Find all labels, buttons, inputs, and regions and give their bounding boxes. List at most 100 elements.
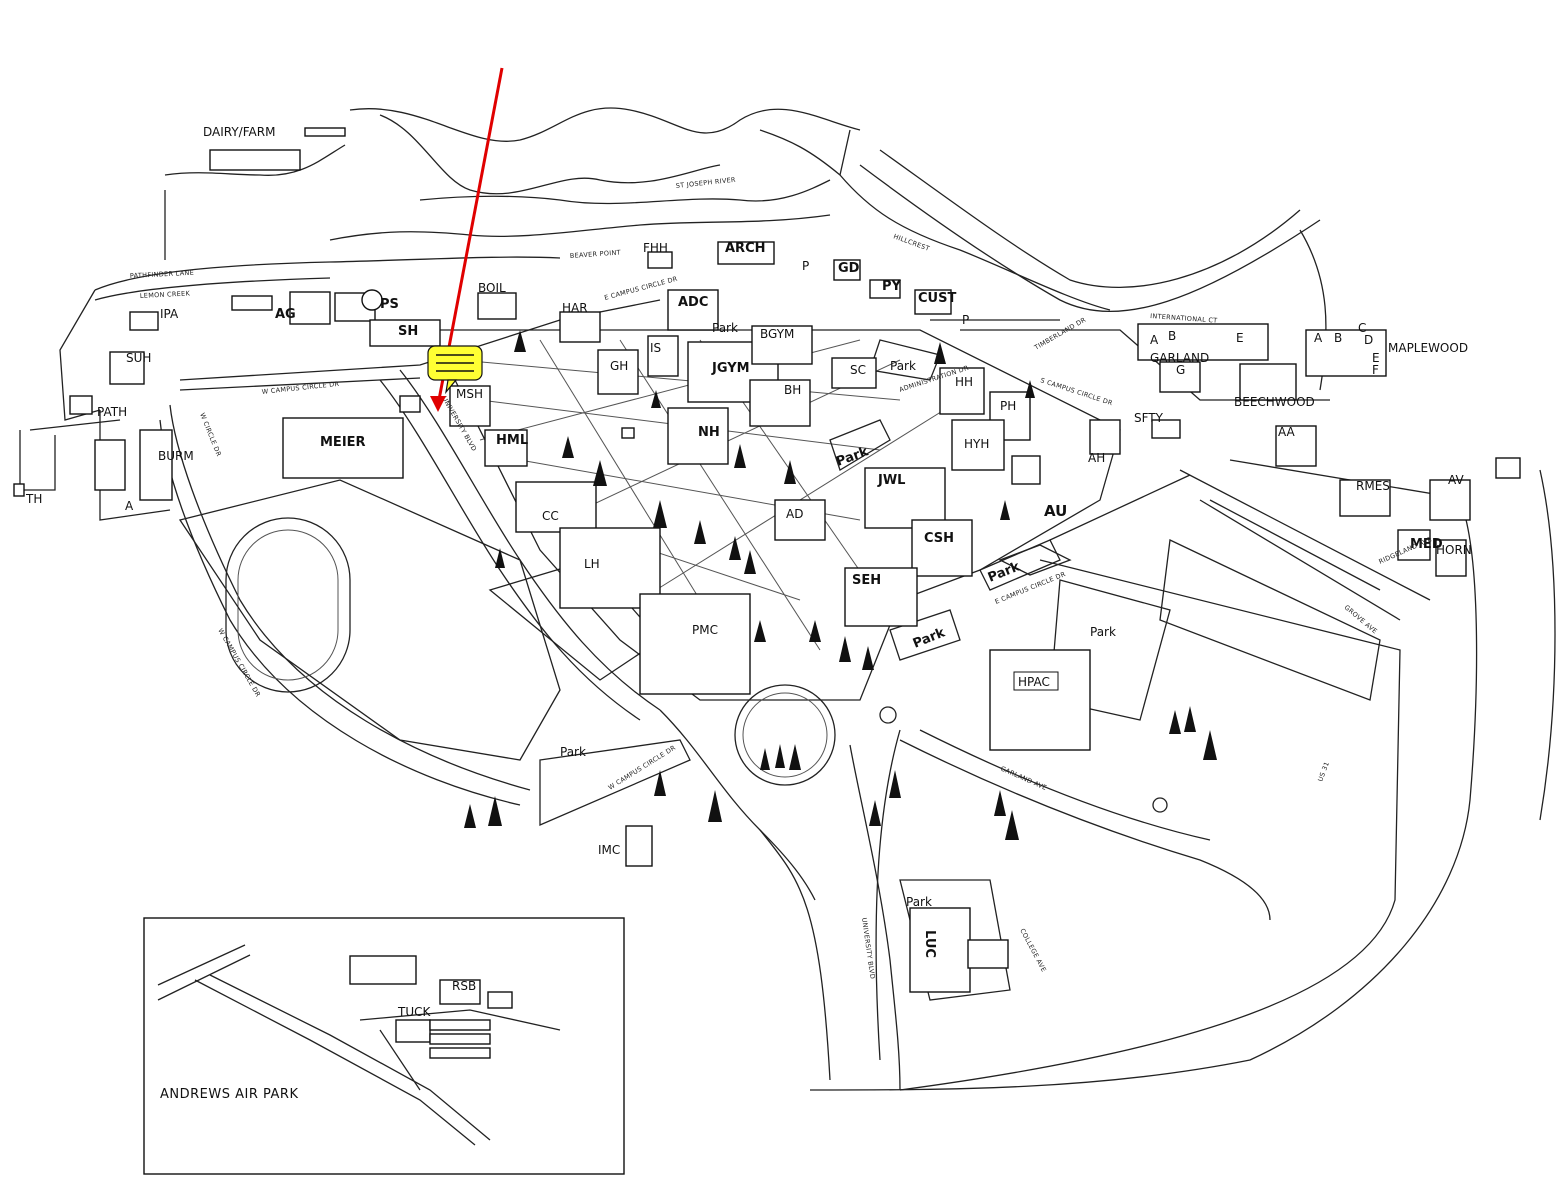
label-cc: CC — [542, 509, 559, 523]
label-fhh: FHH — [643, 241, 668, 255]
inset-andrews-air-park: RSB TUCK ANDREWS AIR PARK — [143, 917, 625, 1175]
label-ps: PS — [380, 297, 399, 312]
label-garland-g: G — [1176, 363, 1185, 377]
label-th: TH — [25, 492, 42, 506]
road-w-campus-circle-dr-south: W CAMPUS CIRCLE DR — [607, 744, 677, 792]
label-jgym: JGYM — [711, 361, 750, 376]
label-au: AU — [1044, 502, 1067, 520]
road-w-campus-circle-dr-north: W CAMPUS CIRCLE DR — [261, 380, 339, 396]
label-pmc: PMC — [692, 623, 718, 637]
label-cust: CUST — [918, 291, 956, 306]
label-maplewood: MAPLEWOOD — [1388, 341, 1468, 355]
label-park-3: Park — [834, 444, 870, 470]
label-beechwood: BEECHWOOD — [1234, 395, 1315, 409]
road-s-campus-circle-dr: S CAMPUS CIRCLE DR — [1039, 376, 1114, 407]
label-garland: GARLAND — [1150, 351, 1209, 365]
label-bh: BH — [784, 383, 801, 397]
label-hpac: HPAC — [1018, 675, 1050, 689]
label-park-2: Park — [890, 359, 916, 373]
label-hml: HML — [496, 433, 528, 448]
label-dairy-farm: DAIRY/FARM — [203, 125, 275, 139]
label-maplewood-a: A — [1314, 331, 1323, 345]
label-gd: GD — [838, 261, 860, 276]
label-luc: LUC — [922, 930, 937, 958]
label-har: HAR — [562, 301, 588, 315]
label-a: A — [125, 499, 134, 513]
label-p-2: P — [962, 313, 969, 327]
label-seh: SEH — [852, 573, 881, 588]
label-park-6: Park — [1090, 625, 1116, 639]
road-pathfinder-lane: PATHFINDER LANE — [130, 269, 195, 280]
label-horn: HORN — [1436, 543, 1472, 557]
label-hh: HH — [955, 375, 973, 389]
label-garland-e: E — [1236, 331, 1244, 345]
label-ah: AH — [1088, 451, 1105, 465]
road-timberland-dr: TIMBERLAND DR — [1032, 316, 1087, 353]
label-nh: NH — [698, 425, 720, 440]
label-hyh: HYH — [964, 437, 989, 451]
label-sc: SC — [850, 363, 866, 377]
road-us-31: US 31 — [1316, 760, 1331, 782]
label-msh: MSH — [456, 387, 483, 401]
road-w-circle-dr: W CIRCLE DR — [198, 412, 223, 458]
marker-arrow-head — [430, 396, 446, 412]
road-university-blvd-south: UNIVERSITY BLVD — [860, 917, 877, 979]
label-park-7: Park — [560, 745, 586, 759]
road-garland-ave: GARLAND AVE — [999, 765, 1048, 793]
location-marker[interactable] — [427, 67, 504, 412]
road-st-joseph-river: ST JOSEPH RIVER — [675, 176, 736, 190]
label-rsb: RSB — [452, 979, 476, 993]
label-adc: ADC — [678, 295, 708, 310]
label-suh: SUH — [126, 351, 151, 365]
label-rmes: RMES — [1356, 479, 1390, 493]
label-ipa: IPA — [160, 307, 179, 321]
label-burm: BURM — [158, 449, 194, 463]
label-is: IS — [650, 341, 661, 355]
trees — [464, 330, 1217, 840]
label-aa: AA — [1278, 425, 1296, 439]
label-park-5: Park — [911, 625, 948, 651]
label-maplewood-f: F — [1372, 363, 1379, 377]
label-ph: PH — [1000, 399, 1016, 413]
label-ad: AD — [786, 507, 803, 521]
label-av: AV — [1448, 473, 1464, 487]
building-shapes — [13, 127, 1521, 993]
label-ag: AG — [275, 307, 296, 322]
label-imc: IMC — [598, 843, 620, 857]
label-park-8: Park — [906, 895, 932, 909]
road-w-campus-circle-dr-west: W CAMPUS CIRCLE DR — [216, 627, 262, 699]
label-py: PY — [882, 279, 902, 294]
label-med: MED — [1410, 537, 1443, 552]
label-tuck: TUCK — [397, 1005, 431, 1019]
road-hillcrest: HILLCREST — [892, 232, 930, 253]
label-maplewood-b: B — [1334, 331, 1342, 345]
inset-title: ANDREWS AIR PARK — [160, 1087, 298, 1102]
label-maplewood-e: E — [1372, 351, 1380, 365]
label-path: PATH — [97, 405, 127, 419]
label-park-1: Park — [712, 321, 738, 335]
label-lh: LH — [584, 557, 600, 571]
road-beaver-point: BEAVER POINT — [570, 248, 622, 260]
label-gh: GH — [610, 359, 628, 373]
river-terrain — [164, 107, 1321, 312]
label-maplewood-d: D — [1364, 333, 1373, 347]
label-jwl: JWL — [877, 473, 905, 488]
label-sh: SH — [398, 324, 418, 339]
road-international-ct-north: INTERNATIONAL CT — [1150, 312, 1218, 325]
label-bgym: BGYM — [760, 327, 794, 341]
label-p-1: P — [802, 259, 809, 273]
building-labels: DAIRY/FARM IPA AG PS SH BOIL HAR FHH ADC… — [25, 125, 1472, 958]
hpac-label-box — [1013, 671, 1059, 691]
label-boil: BOIL — [478, 281, 506, 295]
label-garland-a: A — [1150, 333, 1159, 347]
label-arch: ARCH — [725, 241, 766, 256]
road-lemon-creek: LEMON CREEK — [140, 289, 191, 300]
note-lines-icon[interactable] — [427, 345, 483, 395]
label-maplewood-c: C — [1358, 321, 1366, 335]
label-sfty: SFTY — [1134, 411, 1164, 425]
label-garland-b: B — [1168, 329, 1176, 343]
label-csh: CSH — [924, 531, 954, 546]
road-college-ave: COLLEGE AVE — [1018, 927, 1048, 973]
label-meier: MEIER — [320, 435, 366, 450]
